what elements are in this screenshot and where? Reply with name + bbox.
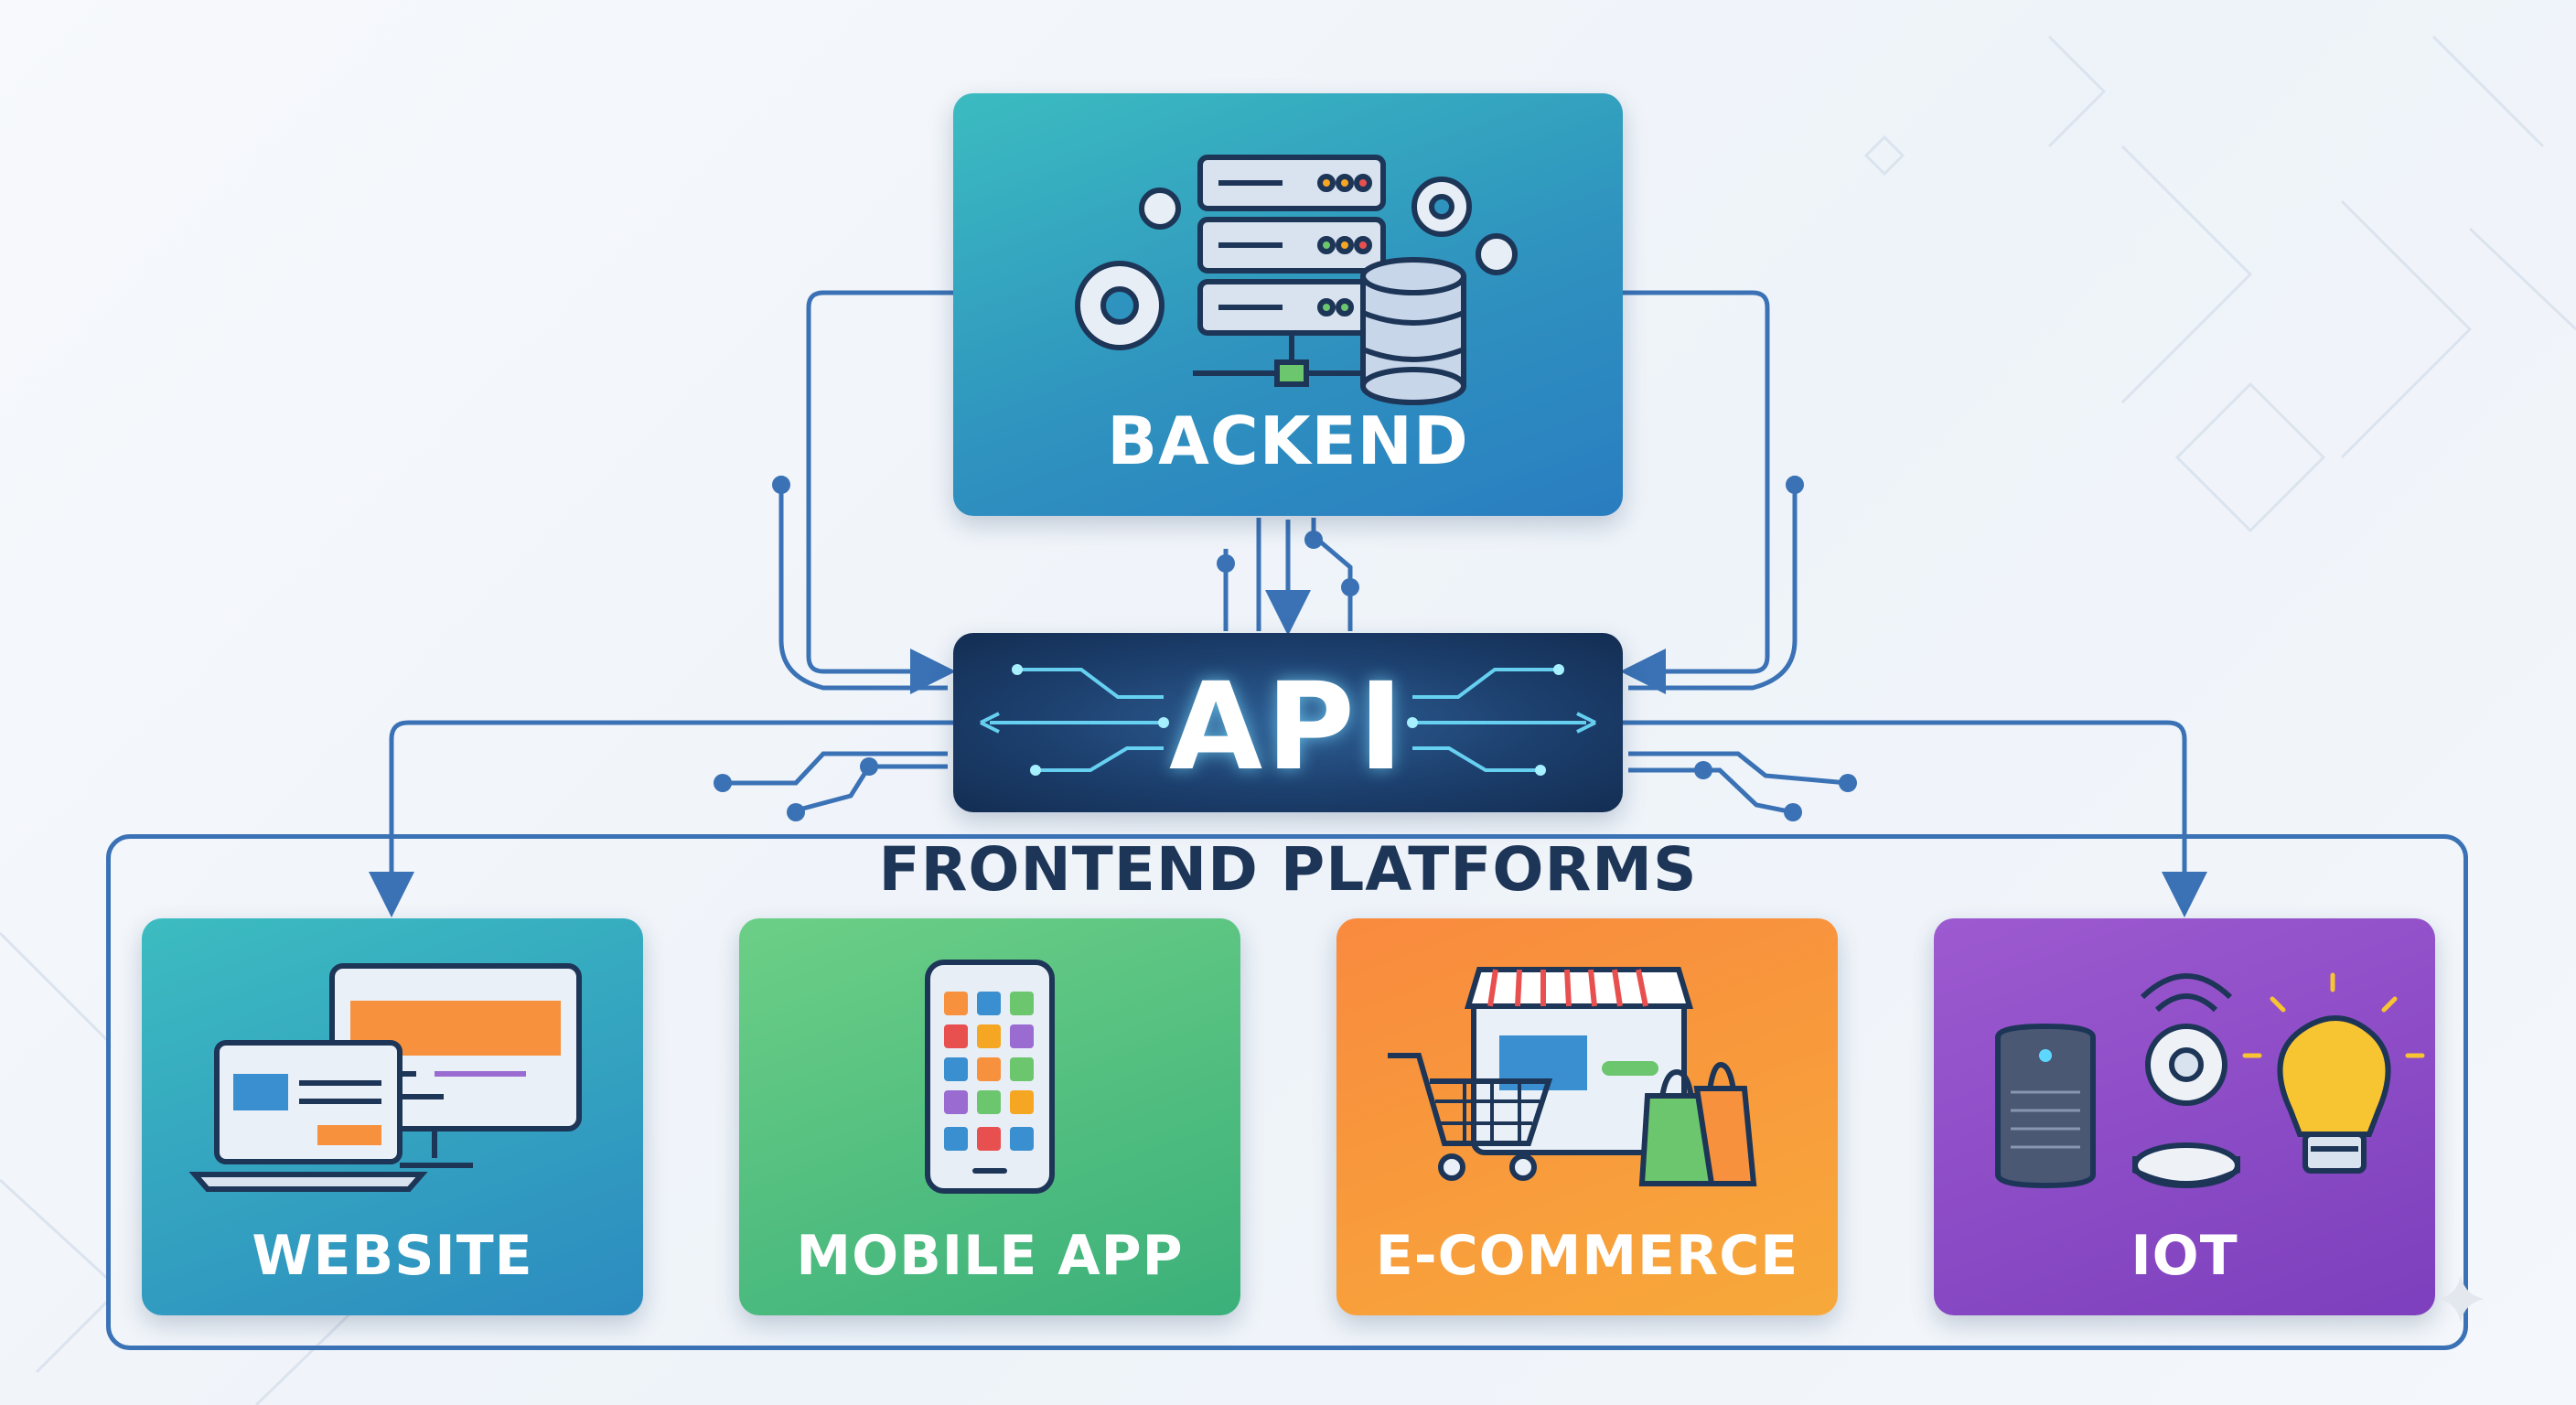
iot-label: IOT	[2131, 1224, 2238, 1288]
api-label: API	[1168, 657, 1407, 798]
connector-backend-api-left	[806, 290, 956, 694]
mobile-app-label: MOBILE APP	[796, 1224, 1184, 1288]
database-icon	[1360, 257, 1466, 405]
backend-label: BACKEND	[1107, 402, 1469, 479]
sparkle-icon	[2437, 1275, 2485, 1323]
smart-devices-icon	[1995, 972, 2425, 1189]
mobile-app-card: MOBILE APP	[739, 918, 1240, 1315]
backend-illustration	[1075, 155, 1518, 405]
gear-icon	[1075, 177, 1518, 350]
e-commerce-label: E-COMMERCE	[1375, 1224, 1799, 1288]
connector-api-iot	[1623, 720, 2207, 917]
connector-api-website	[369, 720, 953, 917]
website-card: WEBSITE	[142, 918, 643, 1315]
server-rack-icon	[1193, 155, 1392, 387]
storefront-cart-icon	[1388, 967, 1757, 1186]
background-pattern	[0, 35, 2576, 1405]
circuit-nodes	[714, 476, 1857, 821]
api-circuit-graphic	[980, 664, 1596, 776]
monitor-laptop-icon	[188, 963, 582, 1192]
website-label: WEBSITE	[252, 1224, 533, 1288]
frontend-platforms-frame	[106, 834, 2468, 1350]
iot-card: IOT	[1934, 918, 2435, 1315]
backend-box: BACKEND	[953, 93, 1623, 516]
smartphone-icon	[925, 960, 1055, 1194]
frontend-platforms-title: FRONTEND PLATFORMS	[878, 834, 1698, 905]
e-commerce-card: E-COMMERCE	[1336, 918, 1838, 1315]
api-box: API	[953, 633, 1623, 812]
connector-backend-api-right	[1620, 290, 1770, 694]
